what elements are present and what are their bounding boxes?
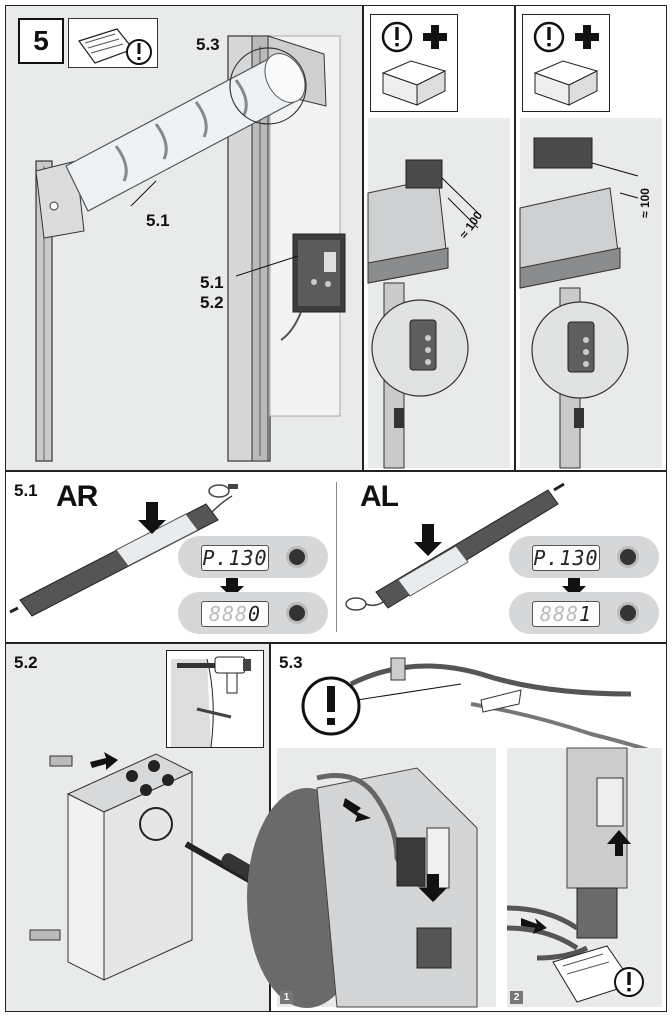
overview-illustration (35, 35, 346, 462)
wall-mount-svg (29, 752, 259, 981)
sub-badge-1: 1 (280, 991, 293, 1004)
drill-icon (166, 650, 264, 748)
exclamation-plus-icon (370, 14, 458, 112)
arrow-down-icon-4 (562, 578, 586, 598)
label-5-2-section: 5.2 (14, 653, 38, 672)
display-right-button-1 (617, 546, 639, 568)
label-5-3-top: 5.3 (196, 35, 220, 54)
step-number: 5 (18, 18, 64, 64)
divider (336, 482, 337, 632)
arrow-down-icon (138, 502, 166, 534)
arrow-right-icon-3 (521, 918, 547, 934)
arrow-down-icon-3 (220, 578, 244, 598)
tube-left-svg (9, 484, 238, 617)
display-right-result-dim: 888 (539, 602, 580, 626)
display-left-program-text: P.130 (201, 545, 269, 571)
panel-mount-right: ≈ 100 (515, 5, 667, 471)
label-5-1-roller: 5.1 (146, 211, 170, 230)
panel-overview: 5 5.3 (5, 5, 363, 471)
mount-right-scene: ≈ 100 (519, 118, 662, 469)
wiring-scene-2: 2 (506, 747, 662, 1007)
wiring-scene-1: 1 (247, 748, 496, 1008)
label-5-3-section: 5.3 (279, 653, 303, 672)
arrow-down-icon-5 (419, 874, 447, 902)
display-left-result-dim: 888 (208, 602, 249, 626)
display-left-button-1 (286, 546, 308, 568)
display-left-result-value: 0 (248, 602, 262, 626)
label-5-2-box: 5.2 (200, 293, 224, 312)
mount-right-svg (519, 137, 639, 469)
arrow-right-icon-2 (343, 798, 371, 822)
display-right-result-value: 1 (579, 602, 593, 626)
display-right-program-text: P.130 (532, 545, 600, 571)
display-left-button-2 (286, 602, 308, 624)
booklet-svg (78, 28, 152, 65)
direction-left-title: AR (56, 480, 98, 513)
distance-label-right: ≈ 100 (637, 188, 652, 218)
wiring-top-svg (301, 657, 662, 756)
panel-direction: 5.1 AR AL P.130 (5, 471, 667, 643)
info-exclamation-icon (68, 18, 158, 68)
arrow-right-icon (90, 752, 118, 770)
mount-left-svg (367, 159, 479, 469)
sub-badge-2: 2 (510, 991, 523, 1004)
tube-right-svg (345, 482, 565, 611)
mount-left-scene: ≈ 100 (367, 118, 510, 469)
label-5-1-section: 5.1 (14, 481, 38, 500)
wiring-scene-1-svg (247, 767, 478, 1008)
panel-wiring: 5.3 1 (247, 643, 667, 1012)
panel-wall-mount: 5.2 (5, 643, 270, 1012)
wiring-scene-2-svg (506, 747, 644, 1003)
panel-mount-left: ≈ 100 (363, 5, 515, 471)
direction-right-title: AL (360, 480, 399, 513)
display-right-button-2 (617, 602, 639, 624)
exclamation-plus-icon-2 (522, 14, 610, 112)
label-5-1-box: 5.1 (200, 273, 224, 292)
arrow-up-icon (607, 830, 631, 856)
arrow-down-icon-2 (414, 524, 442, 556)
